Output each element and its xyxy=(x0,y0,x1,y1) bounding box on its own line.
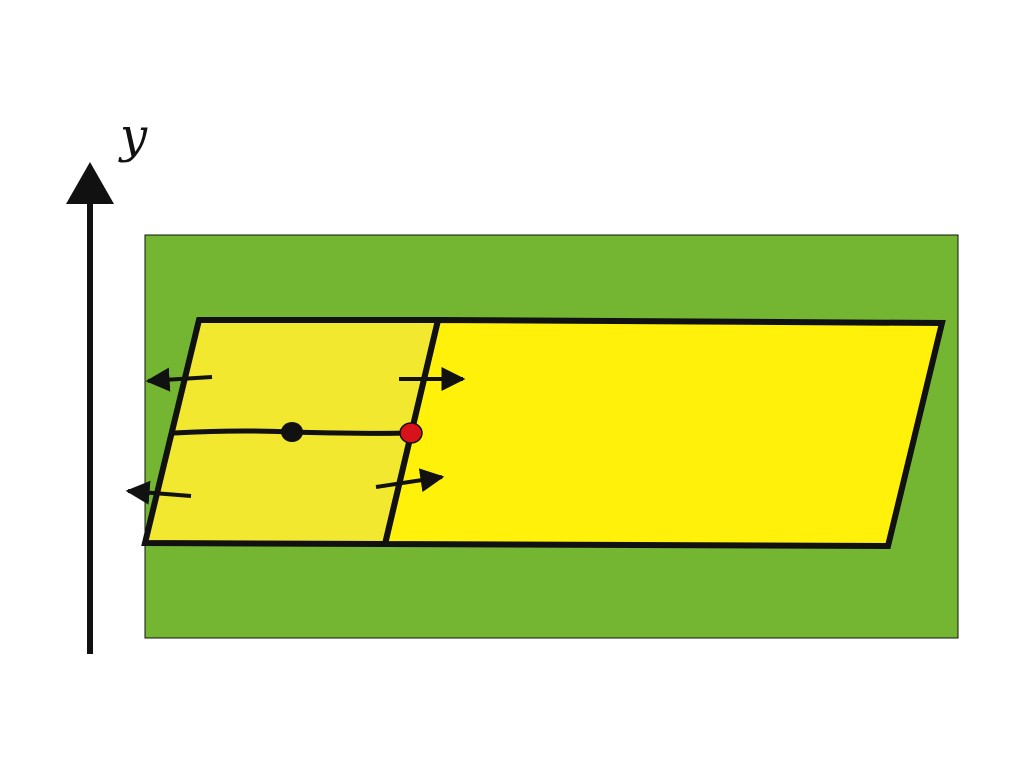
right-region xyxy=(381,316,946,550)
flux-arrow-right-lower xyxy=(375,468,445,493)
black-dot-icon xyxy=(281,422,303,442)
flux-arrow-left-lower xyxy=(125,480,192,505)
arrow-up-icon xyxy=(66,162,114,204)
red-dot-icon xyxy=(399,422,423,444)
flux-arrow-left-upper xyxy=(145,367,213,392)
y-axis-label: y xyxy=(118,108,148,164)
